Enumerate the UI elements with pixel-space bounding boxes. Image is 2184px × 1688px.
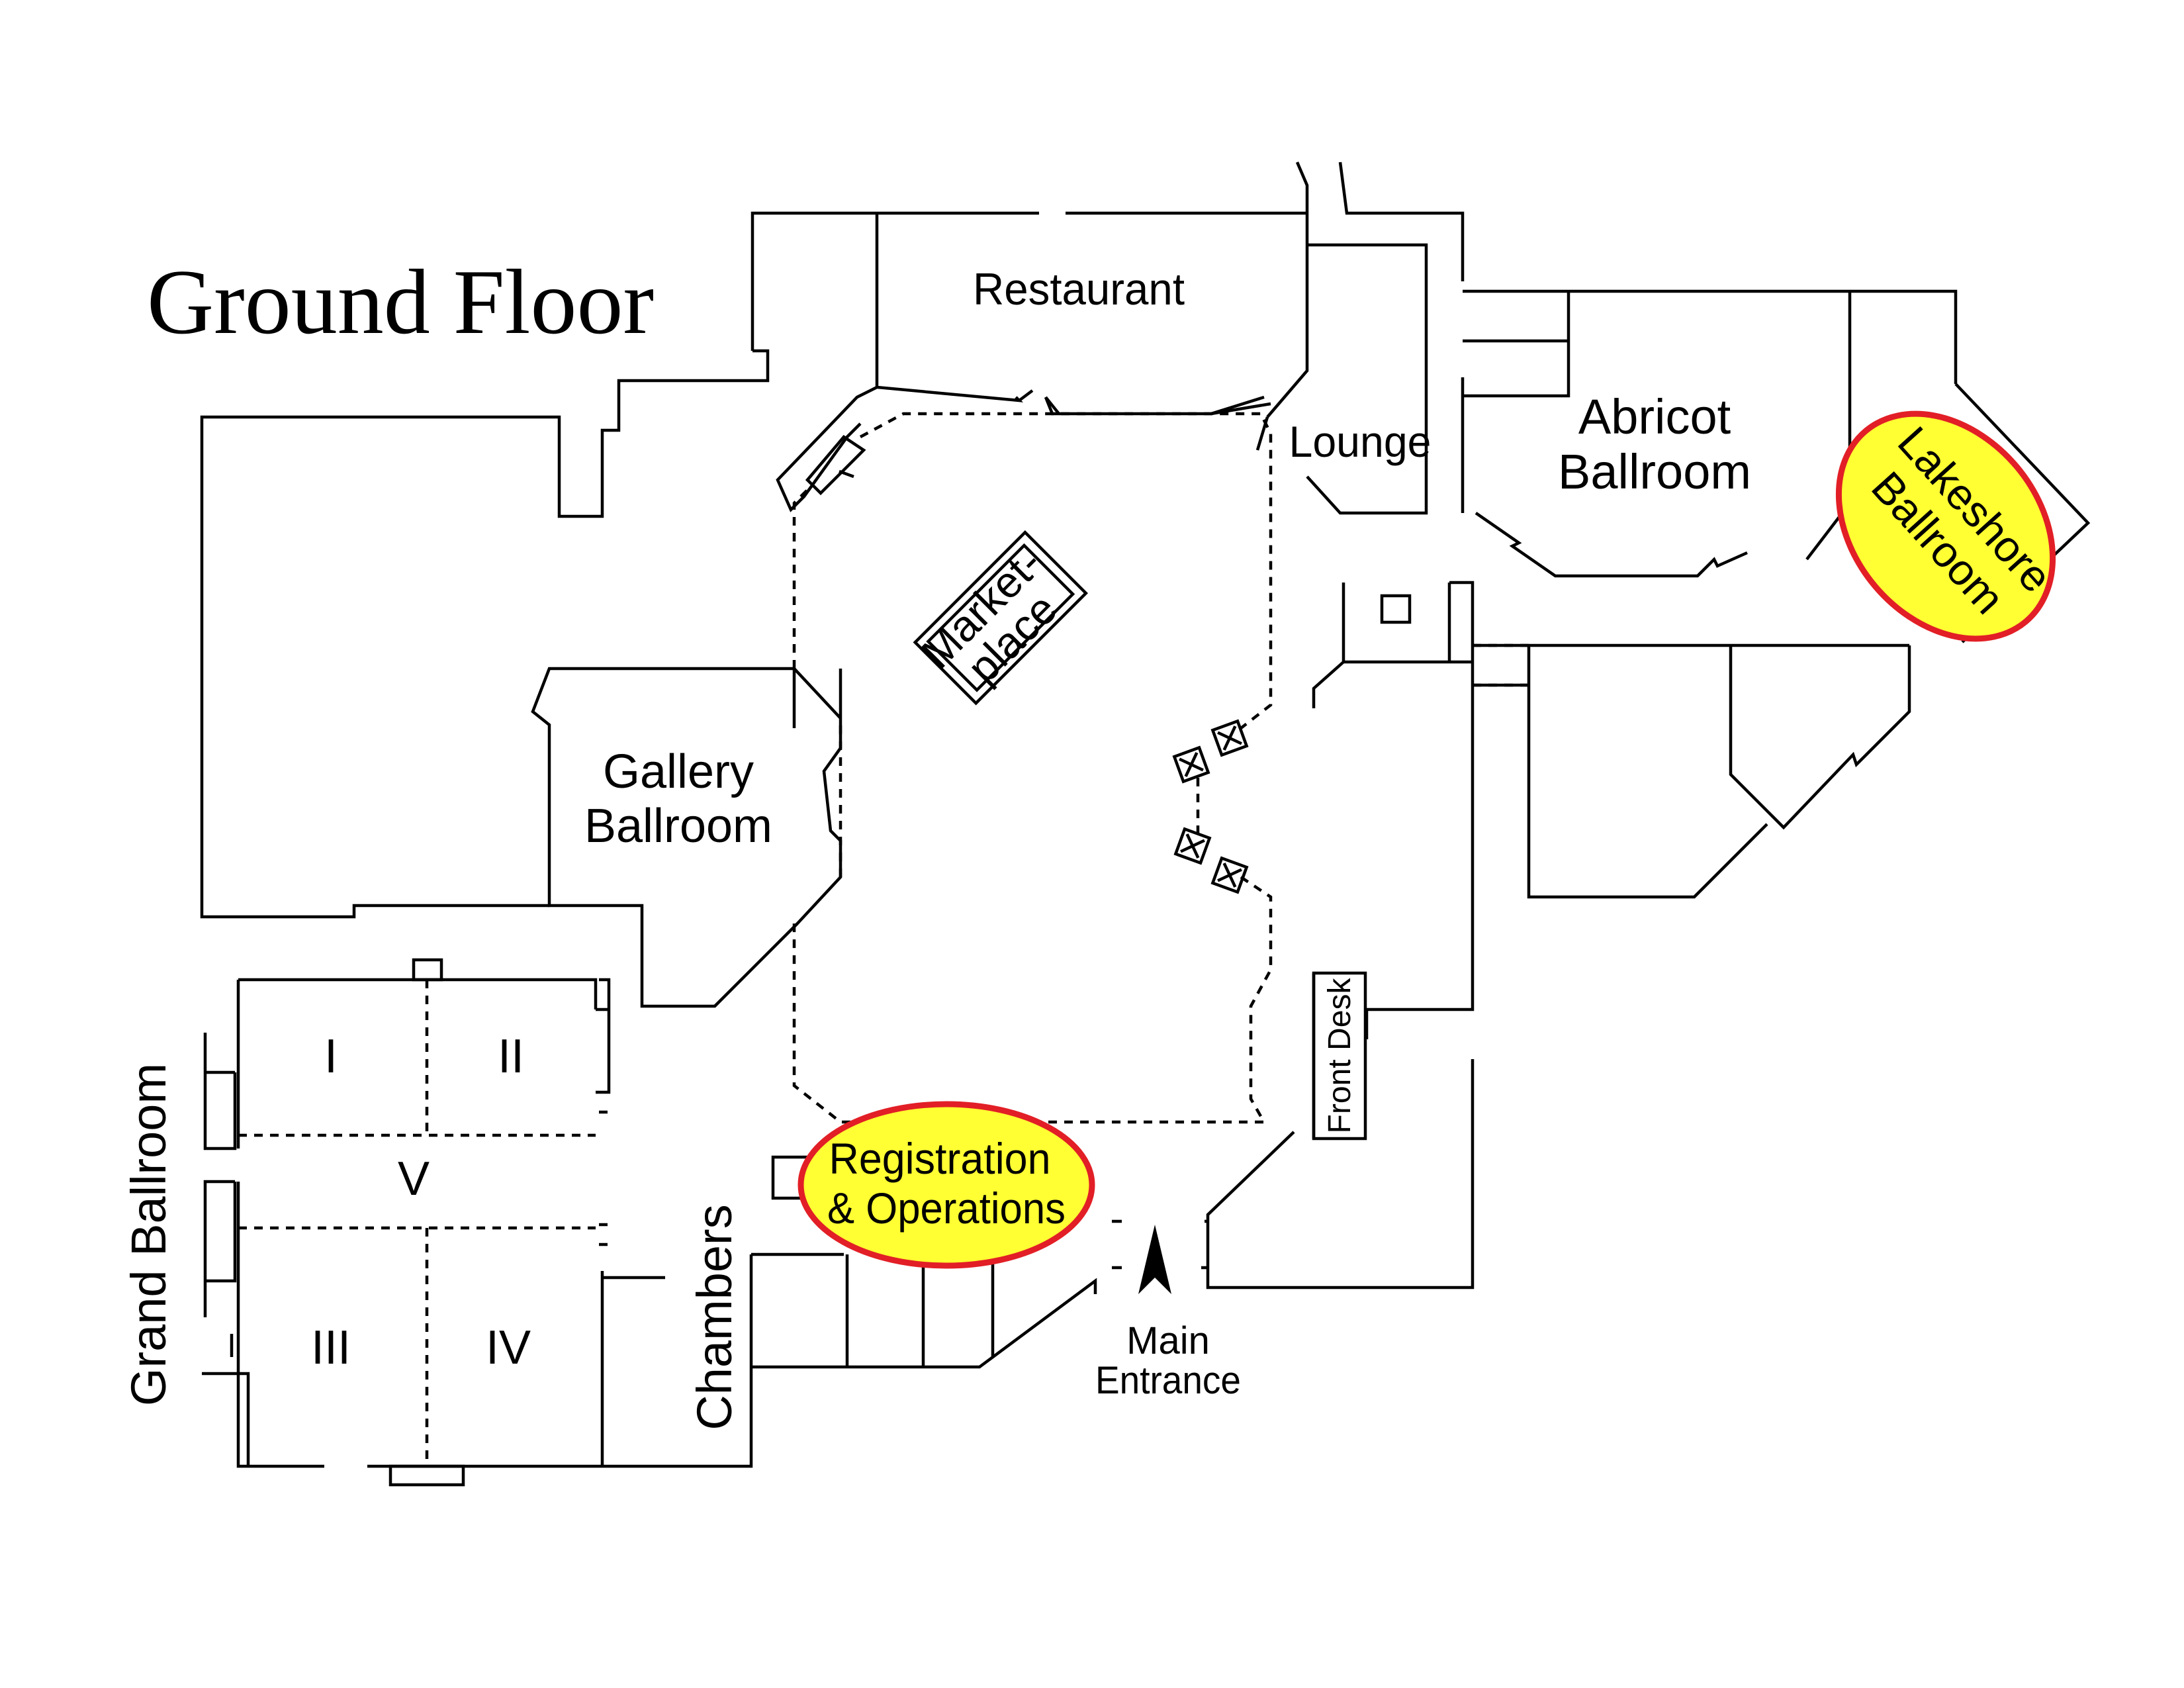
marketplace-corner xyxy=(805,435,866,496)
gallery-label-line1: Gallery xyxy=(603,745,754,798)
abricot-door-dashes xyxy=(1473,643,1529,687)
concourse-pillars xyxy=(1172,719,1249,894)
abricot-label-line1: Abricot xyxy=(1578,389,1731,444)
east-block-small-room xyxy=(1380,594,1412,624)
abricot-label-line2: Ballroom xyxy=(1558,444,1751,499)
section-1-label: I xyxy=(324,1030,338,1083)
lounge-outline xyxy=(1306,243,1428,515)
grand-ballroom-label: Grand Ballroom xyxy=(121,1063,176,1406)
front-desk-label: Front Desk xyxy=(1322,978,1357,1134)
section-5-label: V xyxy=(398,1152,430,1205)
building-walls xyxy=(200,162,2091,1487)
east-block-outline xyxy=(1206,581,1911,1289)
registration-label-line2: & Operations xyxy=(827,1184,1066,1233)
main-entrance-label-line2: Entrance xyxy=(1095,1359,1241,1402)
main-entrance-label-line1: Main xyxy=(1126,1319,1210,1362)
chambers-outline xyxy=(751,1252,1097,1369)
gallery-label-line2: Ballroom xyxy=(584,800,772,853)
marketplace-kiosk xyxy=(913,530,1088,706)
restaurant-label: Restaurant xyxy=(973,264,1185,314)
grand-ballroom-north-door xyxy=(412,958,443,982)
concourse-outline xyxy=(792,412,1273,1124)
map-title: Ground Floor xyxy=(147,251,654,353)
grand-ballroom-outline xyxy=(202,978,753,1468)
dashed-partitions xyxy=(238,412,1529,1466)
section-2-label: II xyxy=(498,1030,524,1083)
gallery-ballroom-outline xyxy=(531,667,842,1008)
restaurant-stair xyxy=(776,385,1271,512)
registration-highlight xyxy=(797,1101,1095,1269)
chambers-label: Chambers xyxy=(687,1204,742,1430)
grand-ballroom-divider-north xyxy=(238,1110,612,1137)
lakeshore-highlight xyxy=(1835,410,2056,642)
lounge-label: Lounge xyxy=(1289,417,1432,466)
north-arrow-icon xyxy=(1138,1225,1171,1294)
grand-ballroom-south-door xyxy=(388,1464,465,1487)
main-entrance-doors xyxy=(1112,1219,1208,1270)
registration-label-line1: Registration xyxy=(829,1134,1051,1183)
section-3-label: III xyxy=(311,1321,351,1374)
grand-ballroom-divider-south xyxy=(238,1223,612,1246)
section-4-label: IV xyxy=(486,1321,531,1374)
